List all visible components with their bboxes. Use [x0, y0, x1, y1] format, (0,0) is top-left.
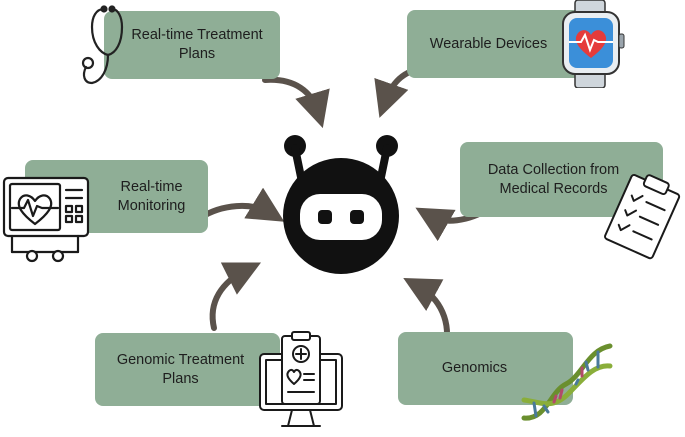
- medical-computer-icon: [259, 331, 343, 427]
- node-label: Real-time Treatment Plans: [131, 27, 263, 62]
- clipboard-icon: [604, 174, 681, 260]
- node-label: Real-time Monitoring: [117, 178, 186, 214]
- heart-monitor-icon: [2, 176, 90, 263]
- node-label: Wearable Devices: [429, 35, 548, 52]
- node-genomic-treatment-plans: Genomic Treatment Plans: [95, 333, 280, 406]
- stethoscope-icon: [81, 5, 124, 85]
- node-wearable-devices: Wearable Devices: [407, 10, 582, 78]
- dna-icon: [521, 343, 613, 421]
- node-realtime-treatment-plans: Real-time Treatment Plans: [104, 11, 280, 79]
- smartwatch-icon: [562, 0, 625, 88]
- robot-icon: [283, 135, 399, 274]
- node-genomics: Genomics: [398, 332, 573, 405]
- arrow-from-realtime-treatment-plans: [262, 76, 330, 129]
- node-label: Genomics: [441, 360, 508, 376]
- arrow-from-genomic-treatment-plans: [209, 262, 262, 331]
- arrow-from-realtime-monitoring: [197, 187, 285, 222]
- node-label: Data Collection from Medical Records: [487, 161, 620, 197]
- node-label: Genomic Treatment Plans: [116, 351, 245, 387]
